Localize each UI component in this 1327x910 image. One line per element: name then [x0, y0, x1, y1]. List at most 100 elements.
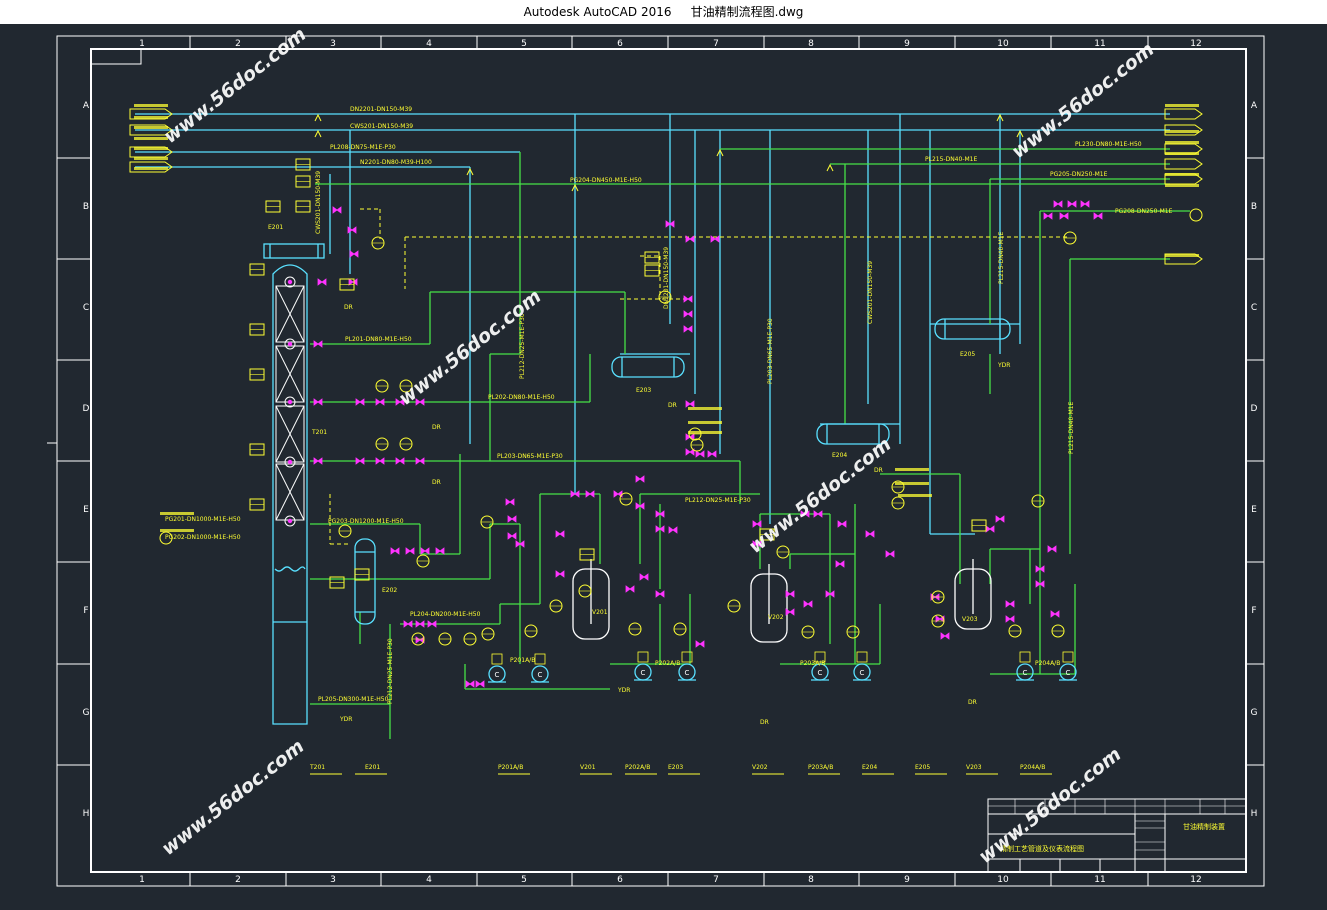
equipment-labels: E201 T201 E202 E203 E204 E205 V201 V202 … — [268, 224, 1060, 726]
column-label-bottom: 10 — [997, 875, 1009, 885]
instrument-note — [895, 482, 929, 485]
valve — [555, 570, 565, 578]
valve — [837, 520, 847, 528]
valve — [375, 457, 385, 465]
vlabel-7: PL215-DN40-M1E — [1068, 402, 1075, 454]
row-label-left: C — [83, 303, 89, 313]
cyan-pipelines[interactable] — [135, 113, 1170, 535]
flow-direction-arrow — [466, 167, 474, 176]
valve — [940, 632, 950, 640]
reboiler-e202[interactable] — [354, 538, 376, 625]
valve — [405, 547, 415, 555]
instruments[interactable] — [134, 104, 1199, 646]
valve — [668, 526, 678, 534]
valve — [355, 398, 365, 406]
pipe-label-top4: N2201-DN80-M39-H100 — [360, 159, 432, 166]
valve — [1035, 565, 1045, 573]
condenser-e201[interactable] — [263, 243, 325, 259]
pump-motor — [534, 653, 546, 665]
column-label-top: 6 — [617, 39, 623, 49]
vessel-v202[interactable] — [750, 564, 788, 643]
stream-out-arrow — [1164, 173, 1203, 185]
flow-direction-arrow — [314, 113, 322, 122]
pump-label: C — [1066, 669, 1071, 677]
packing-cross — [275, 345, 305, 403]
column-label-top: 12 — [1190, 39, 1201, 49]
valve — [570, 490, 580, 498]
row-label-left: G — [83, 708, 90, 718]
valve — [683, 295, 693, 303]
valve — [347, 226, 357, 234]
manhole-center — [287, 399, 293, 405]
stream-in-arrow — [129, 146, 173, 158]
drawing-title: 精制工艺管道及仪表流程图 — [1000, 844, 1084, 853]
exchanger-e203[interactable] — [611, 356, 685, 378]
frame-ticks — [57, 36, 1264, 886]
tag-ydr-2: YDR — [617, 687, 630, 694]
valve — [1035, 580, 1045, 588]
column-label-bottom: 1 — [139, 875, 145, 885]
vessel-v203[interactable] — [954, 559, 992, 630]
pump-label: C — [641, 669, 646, 677]
packing-cross — [275, 463, 305, 521]
column-label-bottom: 8 — [808, 875, 814, 885]
valve — [355, 457, 365, 465]
valve — [683, 310, 693, 318]
green-pipelines[interactable] — [310, 148, 1190, 739]
pipe-label-pg202: PG202-DN1000-M1E-H50 — [165, 534, 241, 541]
column-label-bottom: 12 — [1190, 875, 1201, 885]
column-manholes — [284, 276, 296, 527]
pipe-label-pl212: PL212-DN25-M1E-P30 — [685, 497, 751, 504]
valve — [507, 515, 517, 523]
valve — [1050, 610, 1060, 618]
watermarks: www.56doc.com www.56doc.com www.56doc.co… — [158, 24, 1159, 868]
pipe-label-top3: PL208-DN75-M1E-P30 — [330, 144, 396, 151]
valve — [625, 585, 635, 593]
pipe-label-pl201: PL201-DN80-M1E-H50 — [345, 336, 412, 343]
valve — [635, 475, 645, 483]
vlabel-4: PL215-DN40-M1E — [998, 232, 1005, 284]
pump-label: C — [818, 669, 823, 677]
legend-e201: E201 — [365, 764, 380, 771]
legend-p202: P202A/B — [625, 764, 650, 771]
pump-label: C — [538, 671, 543, 679]
label-p201: P201A/B — [510, 657, 535, 664]
row-label-right: E — [1251, 505, 1257, 515]
vlabel-8: PL212-DN25-M1E-P30 — [387, 638, 394, 704]
pipe-label-pl215: PL215-DN40-M1E — [925, 156, 977, 163]
manhole-center — [287, 279, 293, 285]
pump-motor — [491, 653, 503, 665]
instrument-note — [1165, 104, 1199, 107]
row-label-left: H — [83, 809, 90, 819]
row-label-right: B — [1251, 202, 1257, 212]
row-label-left: B — [83, 202, 89, 212]
valve — [710, 235, 720, 243]
flow-direction-arrow — [826, 163, 834, 172]
vessel-v201[interactable] — [572, 559, 610, 640]
valve — [427, 620, 437, 628]
legend-v201: V201 — [580, 764, 596, 771]
valve — [403, 620, 413, 628]
instrument-note — [688, 431, 722, 434]
exchanger-e204[interactable] — [816, 423, 890, 445]
label-t201: T201 — [311, 429, 327, 436]
valve — [803, 600, 813, 608]
exchanger-e205[interactable] — [934, 318, 1011, 340]
instrument-note — [688, 407, 722, 410]
pump-label: C — [860, 669, 865, 677]
valve — [865, 530, 875, 538]
label-p204: P204A/B — [1035, 660, 1060, 667]
flow-direction-arrow — [571, 183, 579, 192]
instrument-note — [134, 126, 168, 129]
valve — [465, 680, 475, 688]
column-t201[interactable] — [272, 264, 308, 725]
valve — [415, 398, 425, 406]
valve — [313, 457, 323, 465]
pipe-label-pl205: PL205-DN300-M1E-H50 — [318, 696, 389, 703]
manhole-center — [287, 459, 293, 465]
row-label-left: A — [83, 101, 90, 111]
valves[interactable] — [313, 200, 1103, 688]
